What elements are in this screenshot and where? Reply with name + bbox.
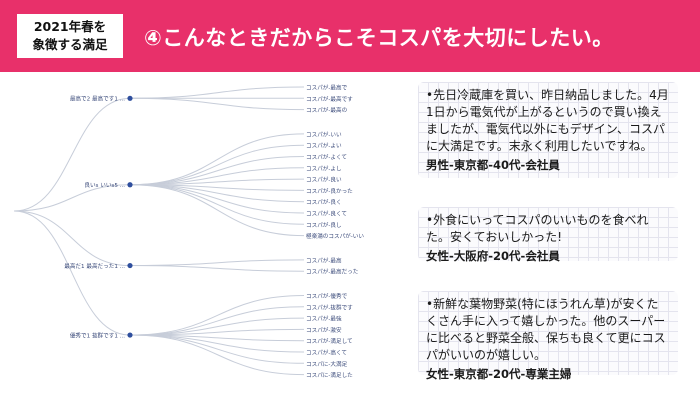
tree-branch bbox=[13, 97, 131, 212]
tree-branch bbox=[129, 184, 305, 214]
quote-author: 女性-大阪府-20代-会社員 bbox=[426, 249, 560, 263]
tree-leaf-label: コスパが-最高だった bbox=[306, 268, 359, 276]
tree-group-node bbox=[127, 182, 133, 188]
tree-leaf-label: コスパが-良かった bbox=[306, 187, 353, 195]
tree-leaf-label: コスパが-高くて bbox=[306, 349, 347, 357]
tree-branch bbox=[129, 97, 305, 111]
tree-leaf-label: コスパが-最高 bbox=[306, 256, 342, 264]
tree-group-label: 最高で2 最高です1 ... bbox=[70, 95, 125, 103]
tree-branch bbox=[129, 306, 305, 336]
tree-branch bbox=[129, 295, 305, 336]
tree-leaf-label: コスパが-良くて bbox=[306, 210, 347, 218]
tree-branch bbox=[129, 259, 305, 267]
tree-branch bbox=[129, 328, 305, 336]
tree-leaf-label: 極楽湯のコスパが-いい bbox=[306, 232, 364, 240]
tree-branch bbox=[129, 334, 305, 364]
quote-author: 男性-東京都-40代-会社員 bbox=[426, 158, 560, 172]
tree-leaf-label: コスパが-いい bbox=[306, 130, 342, 138]
tree-leaf-label: コスパが-良く bbox=[306, 198, 342, 206]
tree-group-node bbox=[127, 95, 133, 101]
tree-leaf-label: コスパが-良し bbox=[306, 221, 342, 229]
tree-leaf-label: コスパが-優秀で bbox=[306, 292, 348, 300]
page-title: ④こんなときだからこそコスパを大切にしたい。 bbox=[144, 26, 614, 50]
tree-leaf-label: コスパに-大満足 bbox=[306, 360, 348, 368]
tree-branch bbox=[129, 184, 305, 237]
quote-card-2: •外食にいってコスパのいいものを食べれた。安くておいしかった! 女性-大阪府-2… bbox=[418, 207, 678, 263]
tree-branch bbox=[13, 184, 131, 212]
tree-branch bbox=[129, 178, 305, 186]
tree-group-node bbox=[127, 262, 133, 269]
tree-leaf-label: コスパに-満足した bbox=[306, 372, 353, 379]
tree-branch bbox=[129, 184, 305, 225]
tree-leaf-label: コスパが-よし bbox=[306, 164, 342, 172]
tree-leaf-label: コスパが-満足して bbox=[306, 337, 353, 345]
tree-branch bbox=[129, 156, 305, 186]
tree-branch bbox=[13, 210, 131, 336]
tree-leaf-label: コスパが-抜群です bbox=[306, 303, 353, 311]
tree-leaf-label: コスパが-激安 bbox=[306, 326, 342, 334]
section-tag: 2021年春を 象徴する満足 bbox=[17, 14, 123, 58]
tree-branch bbox=[129, 86, 305, 99]
tag-line-2: 象徴する満足 bbox=[32, 37, 108, 52]
quote-text: •外食にいってコスパのいいものを食べれた。安くておいしかった! bbox=[426, 213, 649, 244]
quote-card-3: •新鮮な葉物野菜(特にほうれん草)が安くたくさん手に入って嬉しかった。他のスーパ… bbox=[418, 291, 678, 381]
tree-branch bbox=[129, 144, 305, 186]
tree-group-label: 優秀で1 抜群です1 ... bbox=[70, 331, 125, 339]
tree-branch bbox=[129, 133, 305, 186]
tree-group-label: 最高だ1 最高だった1 ... bbox=[64, 262, 125, 270]
tag-line-1: 2021年春を bbox=[33, 19, 107, 34]
tree-leaf-label: コスパが-最強 bbox=[306, 315, 342, 323]
tree-leaf-label: コスパが-最高です bbox=[306, 95, 353, 103]
quote-card-1: •先日冷蔵庫を買い、昨日納品しました。4月1日から電気代が上がるというので買い換… bbox=[418, 82, 678, 178]
tree-leaf-label: コスパが-最高の bbox=[306, 106, 348, 114]
quote-text: •先日冷蔵庫を買い、昨日納品しました。4月1日から電気代が上がるというので買い換… bbox=[426, 88, 669, 153]
tree-group-label: 良いs いいs5 ... bbox=[84, 181, 125, 189]
quote-author: 女性-東京都-20代-専業主婦 bbox=[426, 367, 572, 381]
tree-leaf-label: コスパが-最高で bbox=[306, 84, 348, 92]
tree-branch bbox=[129, 334, 305, 376]
tree-branch bbox=[129, 265, 305, 272]
tree-branch bbox=[13, 210, 131, 267]
quote-text: •新鮮な葉物野菜(特にほうれん草)が安くたくさん手に入って嬉しかった。他のスーパ… bbox=[426, 297, 666, 362]
tree-group-node bbox=[127, 332, 133, 338]
header-banner: 2021年春を 象徴する満足 ④こんなときだからこそコスパを大切にしたい。 bbox=[0, 0, 700, 72]
tree-leaf-label: コスパが-よい bbox=[306, 142, 342, 150]
tree-branches bbox=[13, 86, 305, 376]
tree-leaf-label: コスパが-よくて bbox=[306, 153, 347, 161]
tree-leaf-label: コスパが-良い bbox=[306, 176, 342, 184]
